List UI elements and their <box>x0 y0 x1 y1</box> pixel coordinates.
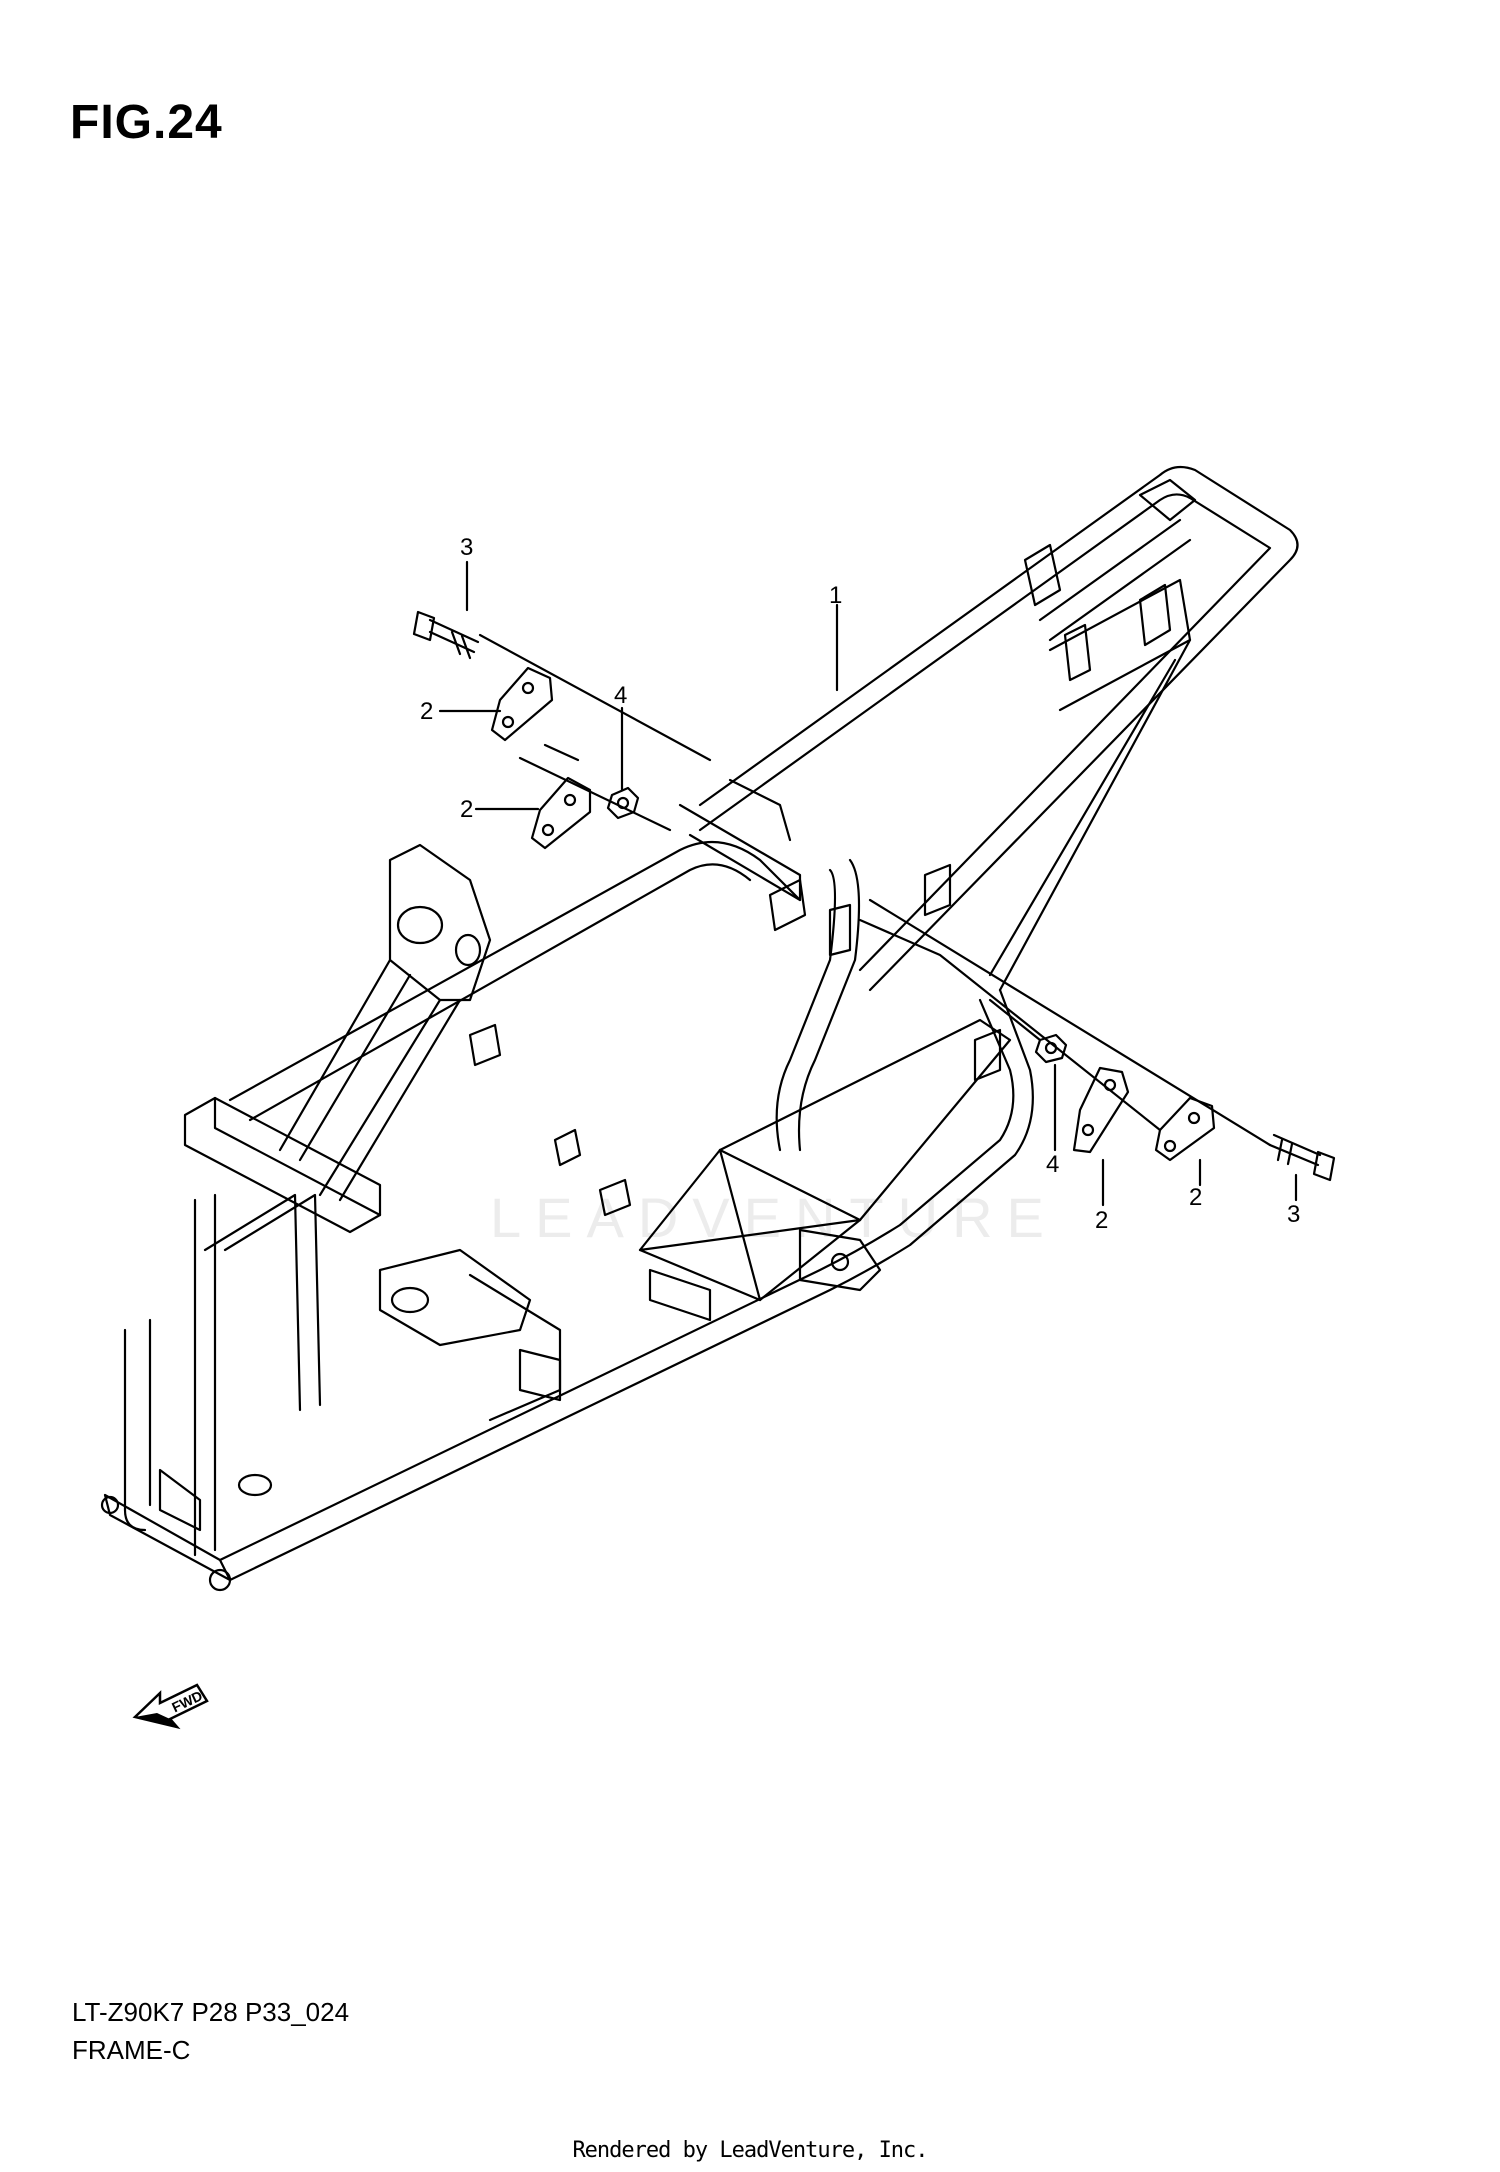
figure-title: FIG.24 <box>70 96 223 149</box>
bracket-upper-a <box>490 666 554 742</box>
fwd-arrow-icon: FWD <box>132 1683 209 1730</box>
bolt-lower <box>1268 1133 1336 1182</box>
callout-bracket-lower-a: 2 <box>1095 1207 1108 1234</box>
callout-bracket-upper-b: 2 <box>460 796 473 823</box>
callout-bolt-upper: 3 <box>460 534 473 561</box>
bracket-upper-b <box>530 776 592 850</box>
callout-bolt-lower: 3 <box>1287 1201 1300 1228</box>
callout-bracket-upper-a: 2 <box>420 698 433 725</box>
bolt-upper <box>412 610 480 660</box>
render-credit: Rendered by LeadVenture, Inc. <box>572 2138 928 2163</box>
section-name: FRAME-C <box>72 2035 191 2065</box>
watermark-text: LEADVENTURE <box>490 1186 1058 1249</box>
callout-nut-lower: 4 <box>1046 1151 1059 1178</box>
frame-part-1 <box>100 465 1299 1592</box>
callout-frame: 1 <box>829 582 842 609</box>
callout-bracket-lower-b: 2 <box>1189 1184 1202 1211</box>
callout-nut-upper: 4 <box>614 682 627 709</box>
model-code: LT-Z90K7 P28 P33_024 <box>72 1997 350 2027</box>
bracket-lower-a <box>1072 1066 1130 1154</box>
bracket-lower-b <box>1154 1096 1216 1162</box>
